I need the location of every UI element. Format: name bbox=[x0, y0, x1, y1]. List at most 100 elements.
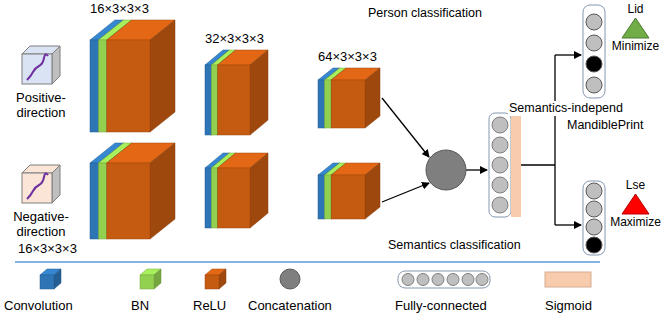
layer-size: 16×3×3×3 bbox=[18, 241, 77, 256]
output-neuron bbox=[586, 237, 602, 253]
conv-block: 16×3×3×3 bbox=[90, 20, 175, 132]
legend-text: Fully-connected bbox=[395, 298, 487, 313]
trajectory-curve bbox=[27, 173, 48, 199]
legend-fc-sample bbox=[398, 271, 490, 288]
conv-block: 32×3×3×3 bbox=[205, 50, 268, 135]
output-neuron bbox=[586, 201, 602, 217]
block-side bbox=[219, 269, 226, 289]
output-layer bbox=[583, 5, 605, 98]
loss-node: LseMaximize bbox=[609, 178, 662, 230]
block-front bbox=[318, 80, 325, 128]
legend-swatch bbox=[545, 272, 591, 287]
block-side bbox=[250, 50, 268, 135]
classifier-column: Person classification bbox=[583, 5, 605, 98]
input-cube bbox=[4, 163, 78, 207]
loss-triangle-shape bbox=[622, 18, 649, 38]
column-outline bbox=[583, 181, 605, 255]
block-front bbox=[318, 175, 325, 219]
triangle-holder bbox=[609, 17, 662, 39]
conv-block: 16×3×3×3 bbox=[90, 143, 175, 239]
loss-node: LidMinimize bbox=[609, 2, 662, 54]
block-front bbox=[140, 275, 154, 289]
block-side bbox=[150, 20, 175, 132]
legend-text: Concatenation bbox=[248, 298, 332, 313]
layer-size: 32×3×3×3 bbox=[205, 31, 264, 46]
legend-text: BN bbox=[131, 298, 149, 313]
conv-block: 64×3×3×3 bbox=[318, 68, 380, 128]
concatenation-circle bbox=[426, 150, 466, 190]
block-front bbox=[40, 275, 54, 289]
legend-text: Convolution bbox=[4, 298, 73, 313]
loss-triangle-shape bbox=[622, 194, 649, 214]
loss-name: Lse bbox=[609, 178, 662, 193]
loss-triangle bbox=[609, 193, 662, 215]
classifier-heading: Semantics classification bbox=[388, 238, 521, 253]
input-cube bbox=[4, 44, 78, 88]
block-side bbox=[250, 153, 268, 228]
output-layer bbox=[583, 181, 605, 255]
legend-text: Sigmoid bbox=[545, 298, 592, 313]
triangle-holder bbox=[609, 193, 662, 215]
output-neuron bbox=[586, 77, 602, 93]
input-label: Positive- direction bbox=[4, 90, 78, 120]
legend-swatch bbox=[205, 269, 226, 289]
conv-stack bbox=[90, 143, 175, 239]
block-front bbox=[211, 168, 217, 228]
block-front bbox=[218, 168, 250, 228]
cube-side bbox=[52, 46, 60, 84]
output-neuron bbox=[586, 219, 602, 235]
output-neuron bbox=[586, 35, 602, 51]
legend-rule bbox=[15, 261, 600, 263]
layer-size: 64×3×3×3 bbox=[318, 49, 377, 64]
output-neuron bbox=[586, 183, 602, 199]
classifier-column: Semantics classification bbox=[583, 181, 605, 255]
fully-connected-layer bbox=[489, 113, 521, 217]
block-front bbox=[205, 275, 219, 289]
loss-goal: Minimize bbox=[609, 39, 662, 54]
legend-swatch bbox=[140, 269, 161, 289]
block-front bbox=[325, 175, 332, 219]
cube-side bbox=[52, 165, 60, 203]
block-front bbox=[107, 40, 150, 132]
merge-arrows bbox=[382, 55, 581, 225]
loss-goal: Maximize bbox=[609, 215, 662, 230]
column-outline bbox=[583, 5, 605, 98]
block-side bbox=[150, 143, 175, 239]
output-neuron bbox=[586, 56, 602, 72]
conv-stack bbox=[205, 50, 268, 135]
block-side bbox=[365, 68, 380, 128]
block-front bbox=[218, 65, 250, 135]
block-front bbox=[325, 80, 332, 128]
legend-concat-sample bbox=[280, 269, 300, 289]
trajectory-curve bbox=[27, 54, 48, 80]
block-side bbox=[54, 269, 61, 289]
legend-text: ReLU bbox=[193, 298, 226, 313]
cube-front bbox=[22, 173, 52, 203]
block-front bbox=[90, 40, 98, 132]
cube-front bbox=[22, 54, 52, 84]
block-side bbox=[154, 269, 161, 289]
block-side bbox=[365, 163, 380, 219]
conv-stack bbox=[318, 68, 380, 128]
conv-stack bbox=[90, 20, 175, 132]
block-front bbox=[331, 80, 365, 128]
conv-blocks bbox=[205, 153, 380, 228]
input-volume: Negative- direction bbox=[4, 163, 78, 239]
block-front bbox=[98, 163, 106, 239]
block-front bbox=[98, 40, 106, 132]
block-front bbox=[205, 65, 211, 135]
block-front bbox=[331, 175, 365, 219]
feature-label: Semantics-independ bbox=[508, 101, 624, 116]
input-label: Negative- direction bbox=[4, 209, 78, 239]
loss-name: Lid bbox=[609, 2, 662, 17]
feature-label: MandiblePrint bbox=[566, 118, 644, 133]
input-volume: Positive- direction bbox=[4, 44, 78, 120]
output-neuron bbox=[586, 14, 602, 30]
legend-swatch bbox=[40, 269, 61, 289]
layer-size: 16×3×3×3 bbox=[90, 1, 149, 16]
sigmoid-swatch bbox=[545, 272, 591, 287]
loss-triangle bbox=[609, 17, 662, 39]
classifier-heading: Person classification bbox=[368, 6, 482, 21]
block-front bbox=[205, 168, 211, 228]
block-front bbox=[211, 65, 217, 135]
